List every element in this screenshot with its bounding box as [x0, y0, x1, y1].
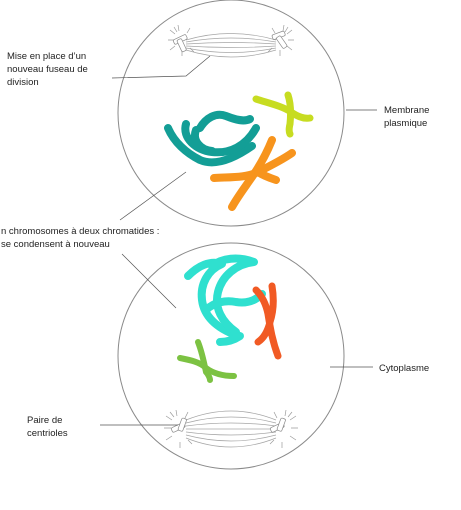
lower-chromosome-red-orange	[252, 282, 282, 360]
upper-right-centriole-pair	[267, 24, 294, 56]
label-centrioles: Paire de centrioles	[27, 415, 68, 439]
leader-line-spindle	[111, 55, 211, 79]
lower-cell	[117, 242, 345, 470]
lower-spindle-fibres	[185, 410, 277, 448]
label-spindle: Mise en place d’un nouveau fuseau de div…	[7, 51, 88, 88]
leader-line-chromosomes-upper	[119, 171, 187, 221]
upper-spindle-fibres	[185, 33, 277, 58]
upper-chromosome-orange	[210, 136, 296, 211]
label-chromosomes: n chromosomes à deux chromatides : se co…	[1, 226, 160, 250]
leader-lines	[100, 55, 377, 426]
leader-line-chromosomes-lower	[121, 253, 177, 309]
upper-left-centriole-pair	[168, 24, 195, 56]
upper-chromosome-teal	[164, 110, 260, 167]
label-membrane: Membrane plasmique	[384, 105, 430, 129]
lower-chromosome-cyan	[184, 254, 266, 346]
lower-chromosome-green	[177, 339, 237, 383]
upper-cell-membrane	[117, 0, 345, 227]
upper-cell	[117, 0, 345, 227]
upper-chromosome-yellow	[252, 91, 314, 138]
lower-cell-membrane	[117, 242, 345, 470]
lower-right-centriole-pair	[269, 409, 298, 448]
label-cytoplasm: Cytoplasme	[379, 363, 430, 374]
